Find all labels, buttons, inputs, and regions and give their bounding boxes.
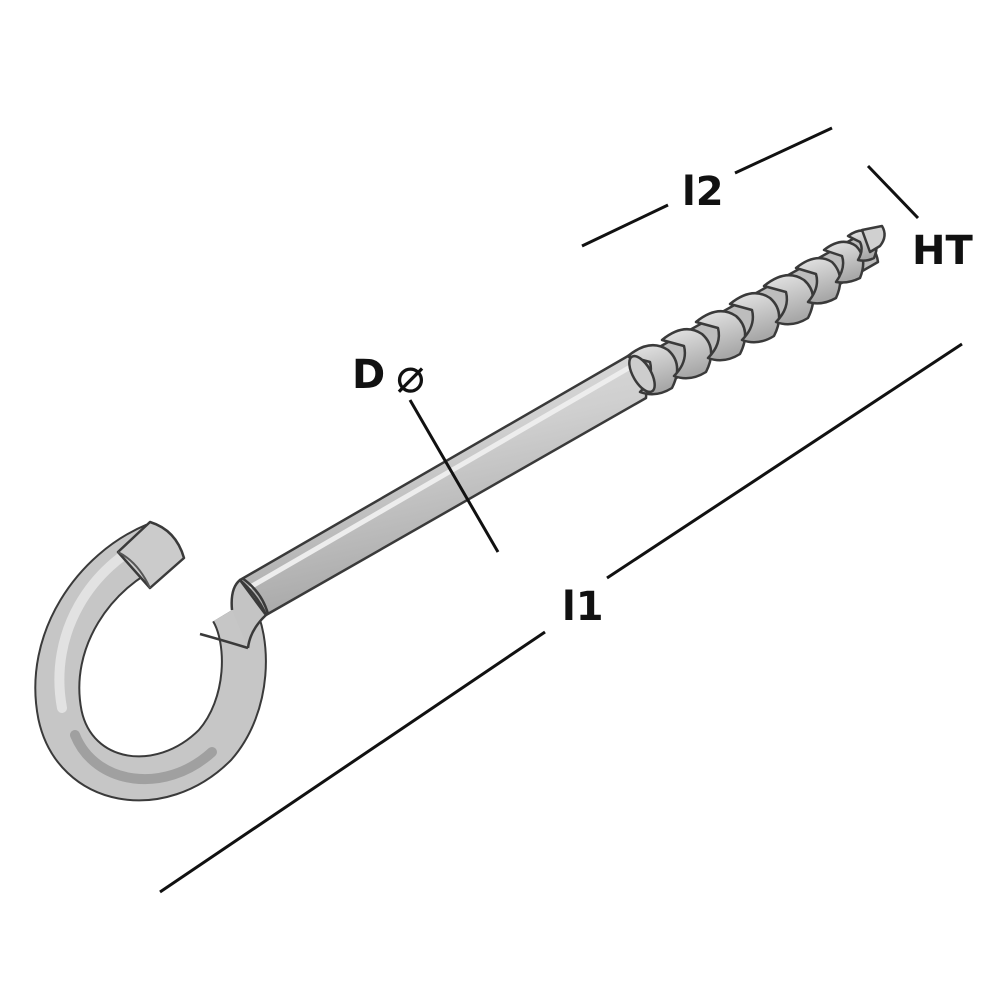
ht-label: HT	[912, 228, 973, 274]
d-label: D	[352, 352, 385, 398]
l1-dimension-line-upper	[606, 342, 963, 580]
dimension-lines	[159, 126, 963, 894]
d-dimension-line	[408, 399, 500, 553]
screw-tip	[860, 224, 886, 254]
l1-dimension-line-lower	[159, 630, 546, 894]
ht-dimension-line	[866, 164, 920, 220]
shank	[230, 354, 648, 649]
threaded-section	[626, 224, 886, 396]
hook-seam-1	[199, 632, 249, 650]
l2-dimension-line-left	[581, 203, 669, 248]
l1-label: l1	[562, 584, 604, 630]
l2-dimension-line-right	[734, 126, 833, 175]
diameter-symbol: ⌀	[396, 348, 425, 404]
l2-label: l2	[682, 169, 724, 215]
hook-tip	[116, 520, 186, 590]
